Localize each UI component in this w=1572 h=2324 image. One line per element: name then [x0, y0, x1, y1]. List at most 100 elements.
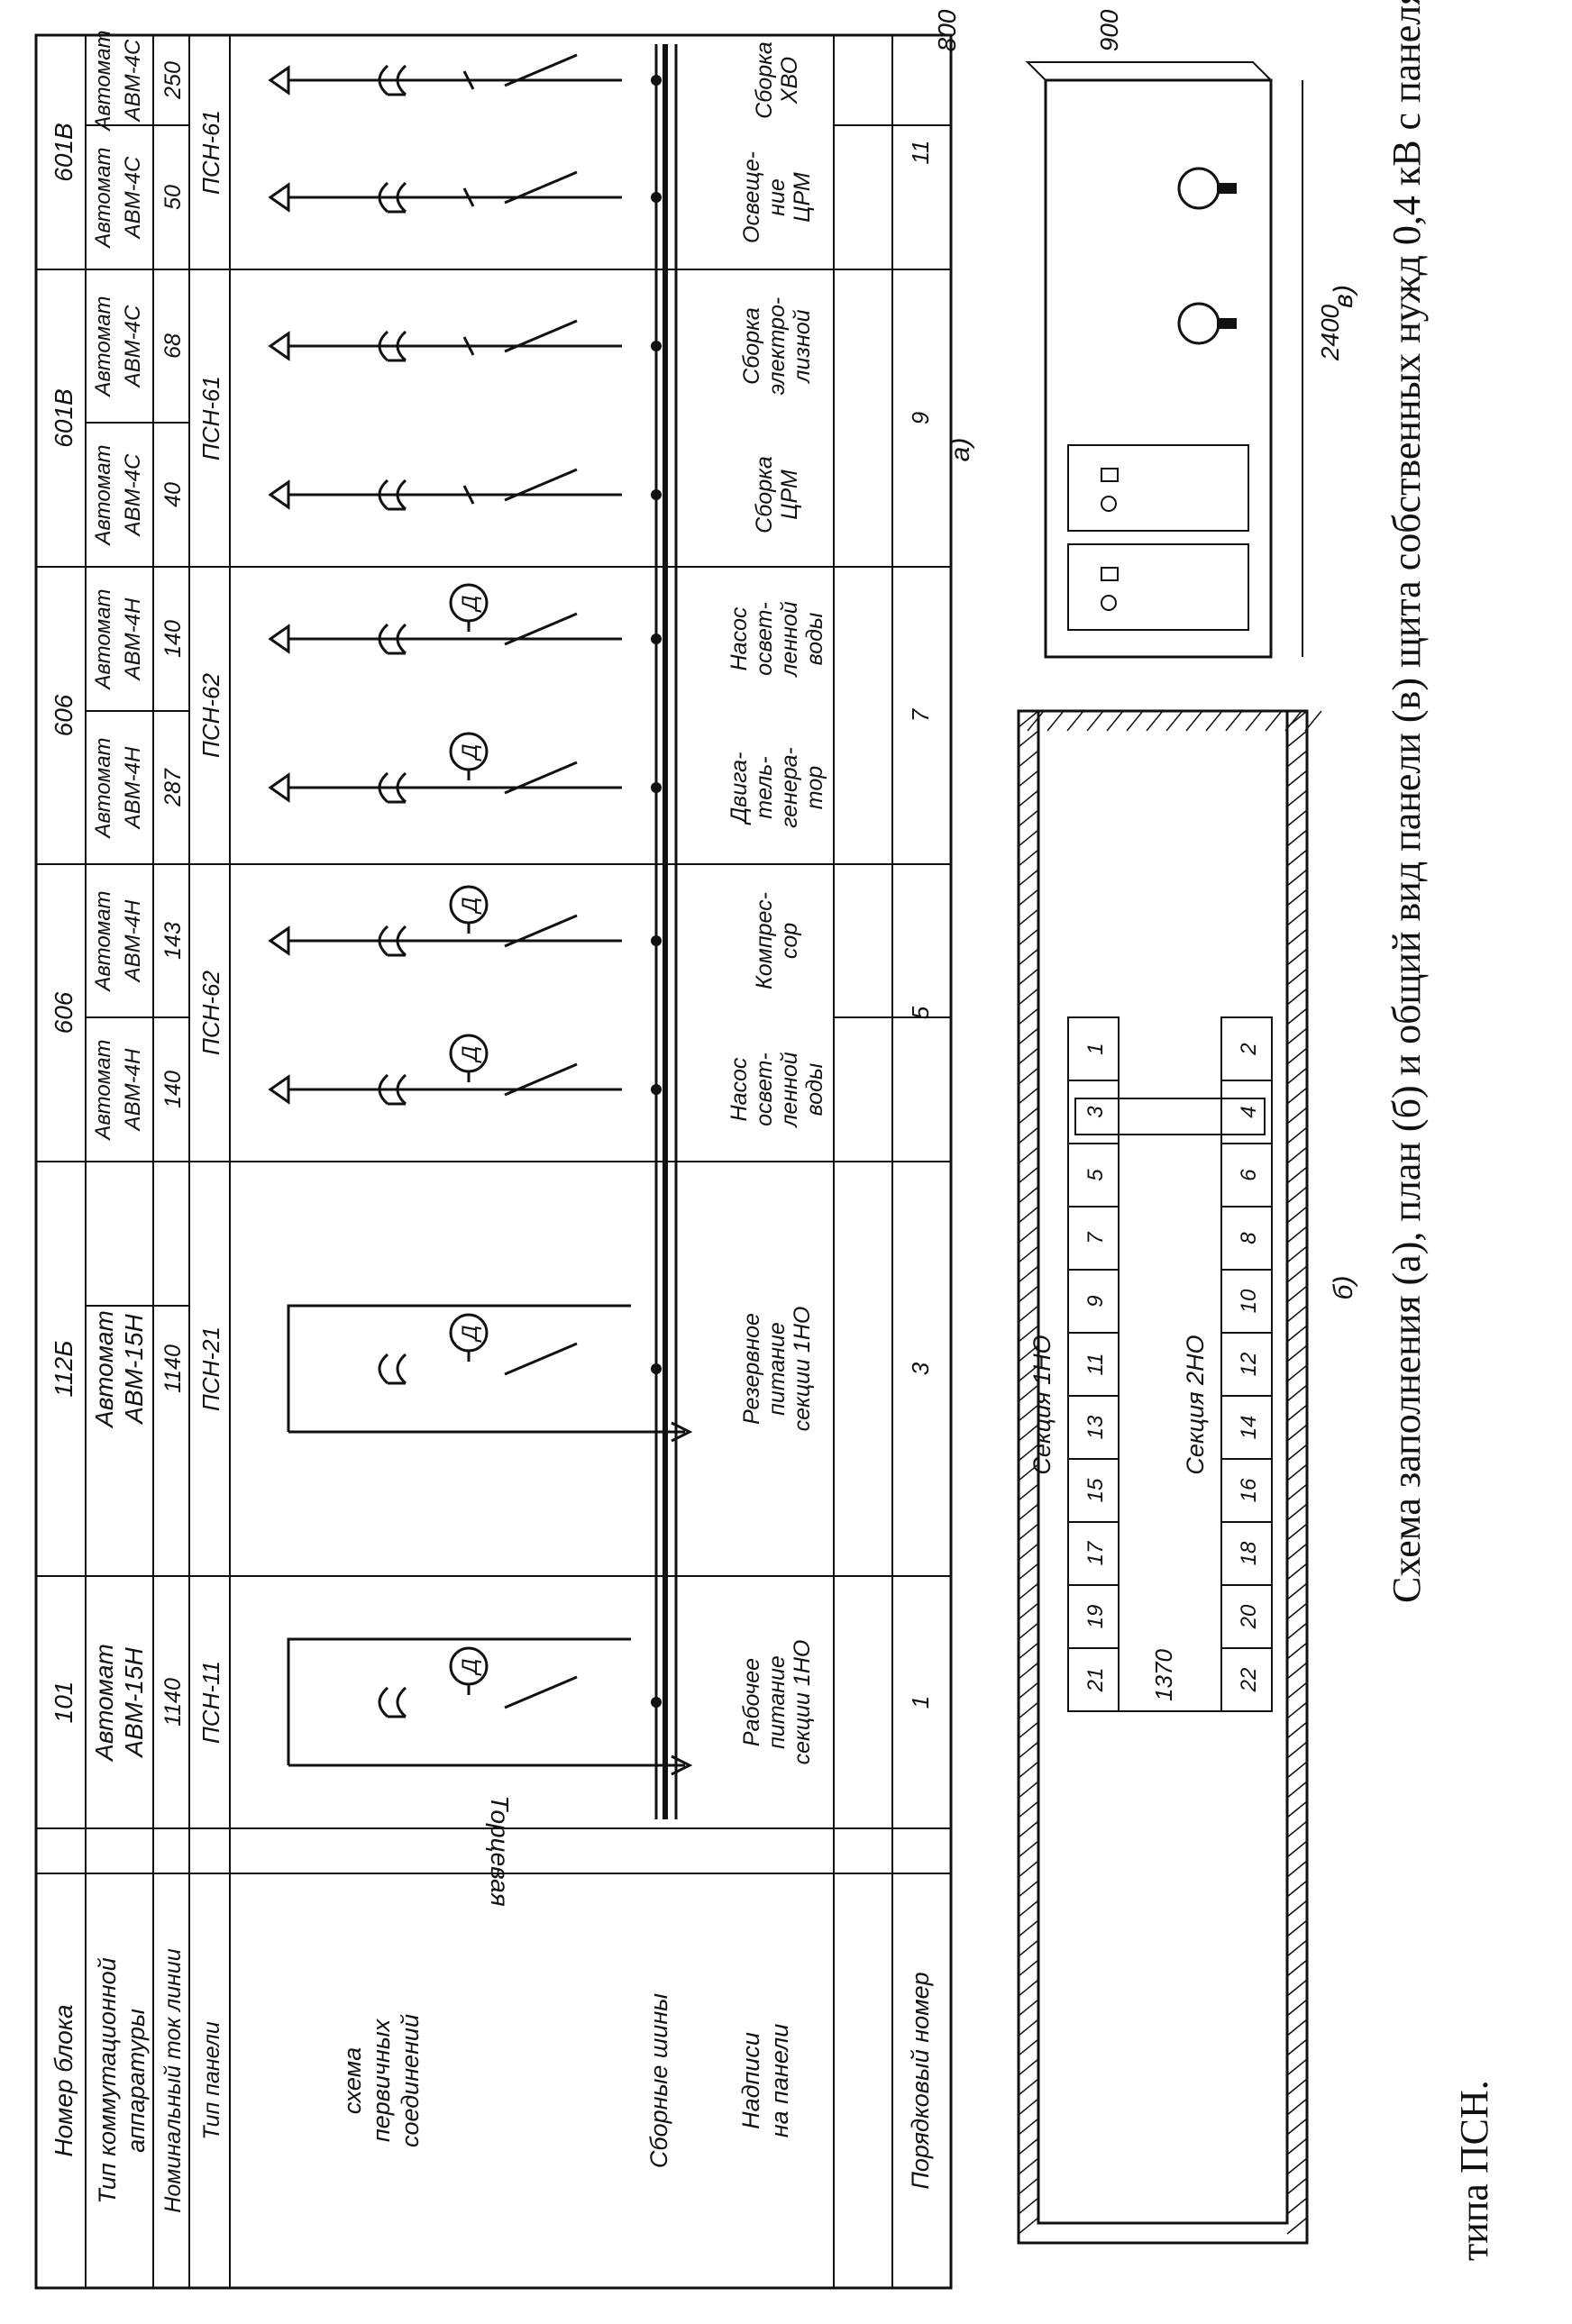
- wall-hatch: [1018, 1503, 1039, 1521]
- incomer-loop: [287, 1637, 631, 1765]
- panel-inscription: лизной: [790, 309, 815, 384]
- wall-hatch: [1205, 710, 1223, 732]
- wall-hatch: [1286, 1384, 1308, 1402]
- wall-hatch: [1286, 2197, 1308, 2215]
- order-number: 7: [907, 707, 934, 722]
- wall-hatch: [1225, 710, 1243, 732]
- wall-hatch: [1286, 1166, 1308, 1184]
- wall-hatch: [1018, 2217, 1039, 2235]
- wall-hatch: [1286, 1226, 1308, 1244]
- bus-tap-dot: [651, 1697, 662, 1708]
- wall-hatch: [1286, 1781, 1308, 1799]
- rated-current: 68: [160, 333, 186, 359]
- wall-hatch: [1018, 1344, 1039, 1363]
- wall-hatch: [1018, 1820, 1039, 1838]
- wall-hatch: [1027, 710, 1045, 732]
- wall-hatch: [1018, 2197, 1039, 2215]
- wall-hatch: [1018, 1800, 1039, 1818]
- wall-hatch: [1018, 1226, 1039, 1244]
- wall-hatch: [1018, 1523, 1039, 1541]
- operating-handle-icon: [1177, 167, 1220, 210]
- wall-hatch: [1286, 988, 1308, 1006]
- panel-inscription: ЦРМ: [790, 172, 815, 223]
- wall-hatch: [1286, 1424, 1308, 1442]
- block-number: 606: [50, 694, 78, 736]
- handle-shaft: [1217, 318, 1237, 329]
- section-2-label: Секция 2НО: [1182, 1335, 1209, 1474]
- wall-hatch: [1018, 1741, 1039, 1759]
- wall-hatch: [1018, 1563, 1039, 1581]
- panel-inscription: Насос: [727, 1057, 752, 1121]
- wall-hatch: [1018, 849, 1039, 867]
- wall-hatch: [1286, 2038, 1308, 2056]
- wall-hatch: [1286, 1543, 1308, 1561]
- wall-hatch: [1286, 2078, 1308, 2096]
- wall-hatch: [1286, 1463, 1308, 1481]
- wall-hatch: [1018, 1939, 1039, 1957]
- motor-drive-letter: Д: [458, 743, 482, 761]
- breaker-contact: [504, 1675, 578, 1709]
- plan-panel-cell: [1067, 1647, 1120, 1712]
- current-transformer-symbol: [378, 330, 407, 362]
- wall-hatch: [1018, 2078, 1039, 2096]
- wall-hatch: [1018, 1860, 1039, 1878]
- wall-hatch: [1185, 710, 1203, 732]
- wall-hatch: [1018, 1087, 1039, 1105]
- panel-inscription: ЦРМ: [777, 469, 802, 520]
- plan-panel-number: 17: [1083, 1540, 1108, 1565]
- cable-outlet-symbol: [268, 1074, 290, 1105]
- panel-inscription: ние: [764, 178, 790, 216]
- breaker-contact: [504, 1062, 578, 1097]
- rated-current: 287: [160, 768, 186, 807]
- cable-outlet-symbol: [268, 772, 290, 803]
- plan-panel-number: 3: [1083, 1106, 1108, 1118]
- wall-hatch: [1286, 1503, 1308, 1521]
- wall-hatch: [1286, 928, 1308, 946]
- release-mark: [462, 336, 475, 356]
- plan-panel-number: 20: [1237, 1604, 1261, 1629]
- wall-hatch: [1018, 1721, 1039, 1739]
- current-transformer-symbol: [378, 478, 407, 511]
- device-type: Автомат: [91, 737, 115, 839]
- caption-line-2: типа ПСН.: [1452, 2080, 1496, 2261]
- wall-hatch: [1018, 1979, 1039, 1997]
- wall-hatch: [1018, 1781, 1039, 1799]
- wall-hatch: [1286, 1087, 1308, 1105]
- wall-hatch: [1018, 1186, 1039, 1204]
- device-type: Автомат: [91, 444, 115, 546]
- wall-hatch: [1286, 2157, 1308, 2175]
- wall-hatch: [1018, 1325, 1039, 1343]
- panel-inscription: питание: [764, 1322, 790, 1416]
- cable-outlet-symbol: [268, 65, 290, 96]
- wall-hatch: [1126, 710, 1144, 732]
- bus-tap-dot: [651, 935, 662, 946]
- panel-inscription: питание: [764, 1655, 790, 1749]
- device-type: Автомат: [90, 1644, 118, 1763]
- motor-drive-letter: Д: [458, 897, 482, 915]
- wall-hatch: [1286, 1206, 1308, 1224]
- wall-hatch: [1018, 968, 1039, 986]
- device-type: АВМ-15Н: [120, 1314, 148, 1426]
- wall-hatch: [1286, 809, 1308, 827]
- wall-hatch: [1018, 1384, 1039, 1402]
- panel-inscription: ленной: [777, 601, 802, 678]
- wall-hatch: [1018, 869, 1039, 887]
- panel-inscription: секции 1НО: [790, 1307, 815, 1432]
- wall-hatch: [1018, 1761, 1039, 1779]
- wall-hatch: [1018, 1047, 1039, 1065]
- wall-hatch: [1286, 1047, 1308, 1065]
- row-label-labels: на панели: [766, 2024, 793, 2137]
- wall-hatch: [1286, 1285, 1308, 1303]
- plan-panel-number: 9: [1083, 1295, 1108, 1307]
- panel-inscription: Резервное: [739, 1313, 764, 1425]
- device-type: Автомат: [91, 588, 115, 690]
- row-label-scheme: первичных: [368, 2018, 395, 2142]
- row-label-current: Номинальный ток линии: [160, 1948, 186, 2212]
- incomer-arrow: [671, 1754, 693, 1776]
- wall-hatch: [1286, 889, 1308, 907]
- row-label-scheme: соединений: [397, 2014, 424, 2147]
- plan-panel-number: 19: [1083, 1605, 1108, 1629]
- wall-hatch: [1018, 1681, 1039, 1700]
- block-number: 101: [50, 1681, 78, 1724]
- wall-hatch: [1286, 1563, 1308, 1581]
